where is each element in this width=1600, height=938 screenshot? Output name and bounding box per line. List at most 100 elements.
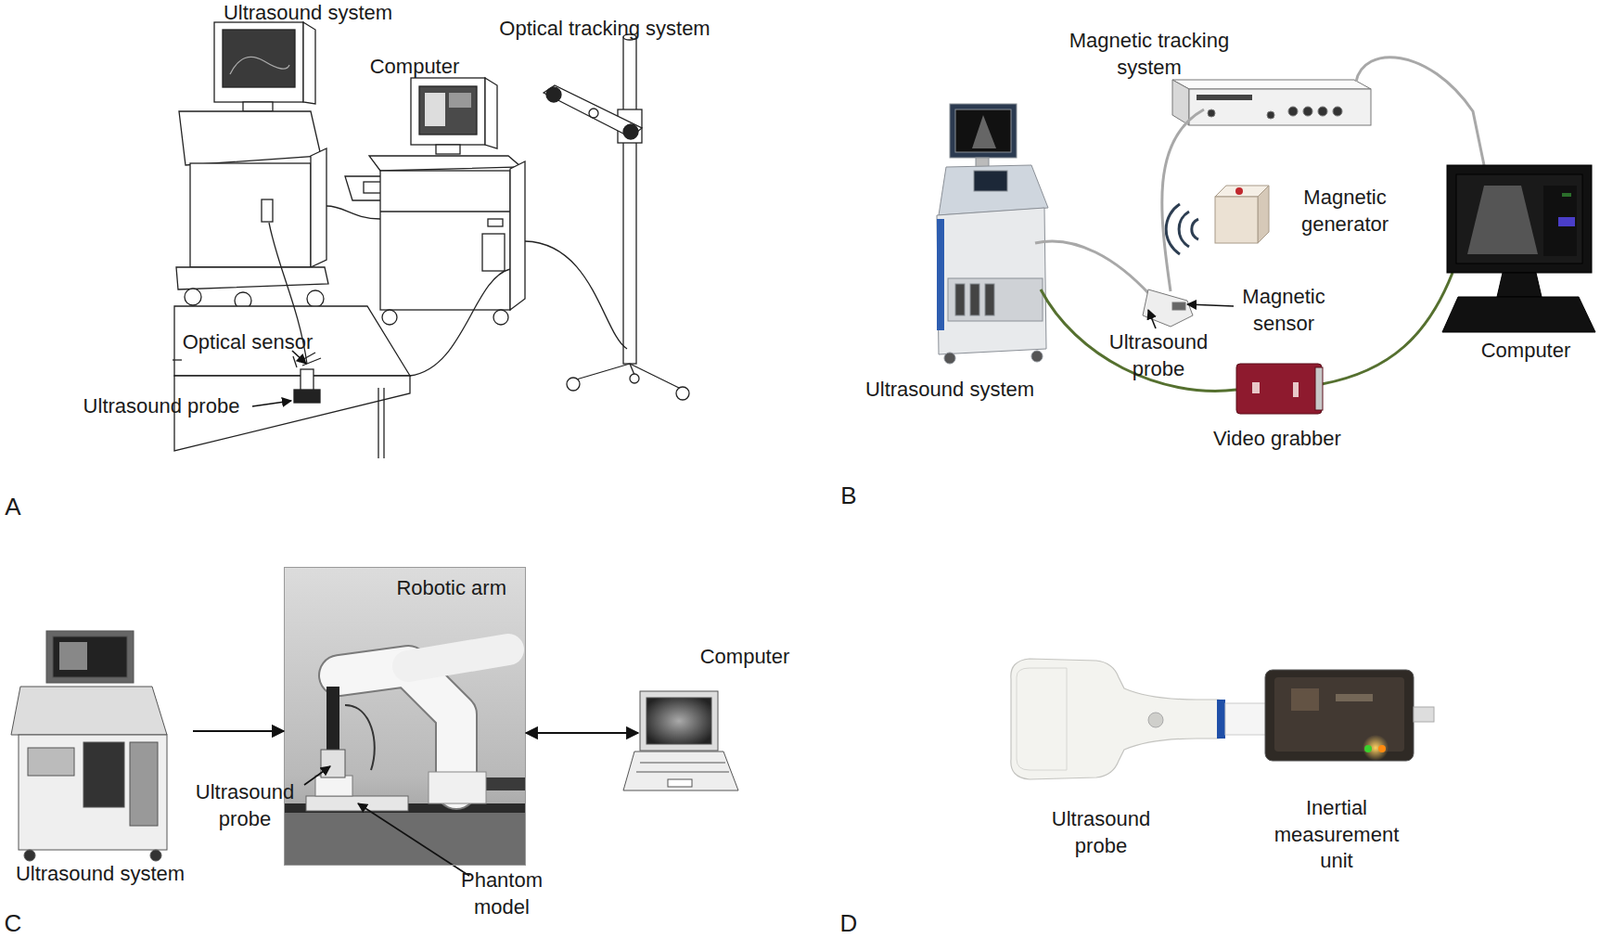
leader-arrow-part bbox=[1148, 309, 1156, 329]
node-label: Computer bbox=[700, 643, 791, 671]
robot-photo-part bbox=[428, 771, 487, 804]
computer-desk-part bbox=[424, 92, 446, 127]
ultrasound-machine-part bbox=[59, 641, 88, 670]
ultrasound-cart-part bbox=[303, 22, 316, 104]
video-grabber-part bbox=[1252, 382, 1260, 394]
part-label: Optical tracking system bbox=[499, 15, 710, 43]
optical-tracking-stand bbox=[543, 34, 690, 400]
ultrasound-machine-part bbox=[1031, 350, 1043, 362]
ultrasound-machine-part bbox=[936, 218, 945, 331]
computer-desk-part bbox=[380, 210, 511, 212]
ultrasound-probe-part bbox=[1225, 703, 1267, 735]
computer-monitor-part bbox=[1497, 272, 1542, 297]
laptop bbox=[623, 691, 739, 791]
examination-table-part bbox=[174, 306, 410, 376]
part-label: Computer bbox=[1481, 337, 1572, 365]
leader-arrow bbox=[252, 350, 307, 407]
laptop-part bbox=[640, 762, 726, 764]
ultrasound-machine-part bbox=[955, 283, 965, 316]
robot-photo bbox=[283, 566, 526, 866]
ultrasound-machine-part bbox=[955, 109, 1012, 153]
robot-photo-part bbox=[283, 566, 526, 866]
ultrasound-cart-part bbox=[230, 56, 290, 75]
part-label: Optical sensor bbox=[182, 329, 314, 357]
part-label: Ultrasound probe bbox=[83, 393, 241, 421]
computer-monitor-part bbox=[1543, 185, 1577, 256]
signal-cables-part bbox=[1321, 272, 1453, 384]
optical-tracking-stand-part bbox=[629, 373, 640, 384]
computer-desk-part bbox=[510, 161, 525, 310]
magnetic-tracker-box-part bbox=[1288, 106, 1298, 116]
tracked-probe bbox=[1142, 289, 1193, 327]
ultrasound-machine-part bbox=[46, 630, 134, 683]
part-label: Ultrasound probe bbox=[1043, 806, 1160, 859]
inertial-measurement-unit bbox=[1265, 669, 1434, 761]
magnetic-waves-part bbox=[1165, 204, 1180, 255]
video-grabber bbox=[1236, 363, 1323, 414]
ultrasound-system-node: Ultrasound system bbox=[7, 623, 193, 888]
ultrasound-cart-part bbox=[190, 163, 311, 268]
part-label: Magnetic tracking system bbox=[1047, 27, 1252, 81]
magnetic-tracker-box-part bbox=[1172, 79, 1190, 126]
examination-table-part bbox=[383, 387, 384, 459]
optical-tracking-stand-part bbox=[546, 87, 562, 103]
ultrasound-machine bbox=[936, 103, 1049, 364]
computer-monitor-part bbox=[1446, 165, 1592, 273]
computer-desk-part bbox=[485, 77, 498, 149]
ultrasound-machine-part bbox=[938, 165, 1049, 216]
ultrasound-cart-part bbox=[243, 102, 273, 112]
signal-cables-part bbox=[1035, 241, 1151, 295]
panel-letter: C bbox=[4, 908, 23, 938]
computer-monitor-part bbox=[1442, 296, 1596, 333]
magnetic-tracker-box-part bbox=[1303, 106, 1313, 116]
laptop-part bbox=[636, 771, 730, 773]
ultrasound-probe-part bbox=[1011, 658, 1219, 780]
ultrasound-machine-part bbox=[985, 283, 995, 316]
magnetic-tracker-box-part bbox=[1172, 79, 1371, 90]
laptop-part bbox=[623, 751, 739, 791]
computer-desk-part bbox=[448, 92, 472, 108]
robot-photo-part bbox=[339, 665, 457, 789]
robot-photo-part bbox=[326, 686, 340, 752]
inertial-measurement-unit-part bbox=[1413, 706, 1434, 722]
computer-desk-part bbox=[369, 155, 522, 171]
computer-desk-part bbox=[380, 170, 511, 310]
video-grabber-part bbox=[1315, 367, 1323, 410]
examination-table bbox=[172, 205, 628, 459]
node-label: Ultrasound system bbox=[15, 860, 185, 888]
magnetic-field-generator-part bbox=[1257, 185, 1269, 244]
computer-monitor-part bbox=[1558, 217, 1575, 227]
robot-photo-part bbox=[315, 775, 353, 796]
ultrasound-cart-part bbox=[222, 29, 295, 88]
tracked-probe-part bbox=[1142, 289, 1193, 327]
robot-photo-part bbox=[283, 808, 526, 866]
leader-arrow-part bbox=[1187, 304, 1234, 307]
optical-tracking-stand-part bbox=[573, 363, 630, 381]
tracked-probe-part bbox=[1172, 302, 1186, 310]
examination-table-part bbox=[172, 358, 182, 360]
inertial-measurement-unit-part bbox=[1378, 744, 1386, 753]
magnetic-field-generator-part bbox=[1215, 196, 1258, 244]
ultrasound-cart-part bbox=[214, 22, 304, 103]
video-grabber-part bbox=[1292, 382, 1299, 397]
ultrasound-machine-part bbox=[24, 849, 36, 861]
computer-desk-part bbox=[382, 309, 397, 325]
ultrasound-machine-part bbox=[944, 352, 956, 364]
video-grabber-part bbox=[1236, 363, 1322, 414]
ultrasound-machine-part bbox=[973, 170, 1008, 192]
ultrasound-machine-part bbox=[83, 742, 125, 807]
laptop-part bbox=[667, 779, 692, 787]
ultrasound-machine-part bbox=[975, 157, 989, 167]
laptop-part bbox=[640, 691, 718, 751]
computer-desk-part bbox=[410, 77, 486, 145]
optical-tracking-stand-part bbox=[629, 363, 635, 375]
ultrasound-machine-part bbox=[11, 686, 167, 735]
robot-photo-part bbox=[320, 749, 346, 778]
panel-letter: B bbox=[840, 480, 857, 512]
computer-monitor bbox=[1442, 165, 1596, 333]
inertial-measurement-unit-part bbox=[1291, 688, 1319, 711]
optical-tracking-stand-part bbox=[629, 363, 683, 390]
magnetic-tracker-box-part bbox=[1318, 106, 1328, 116]
ultrasound-machine-part bbox=[150, 849, 162, 861]
ultrasound-machine-part bbox=[947, 278, 1043, 321]
